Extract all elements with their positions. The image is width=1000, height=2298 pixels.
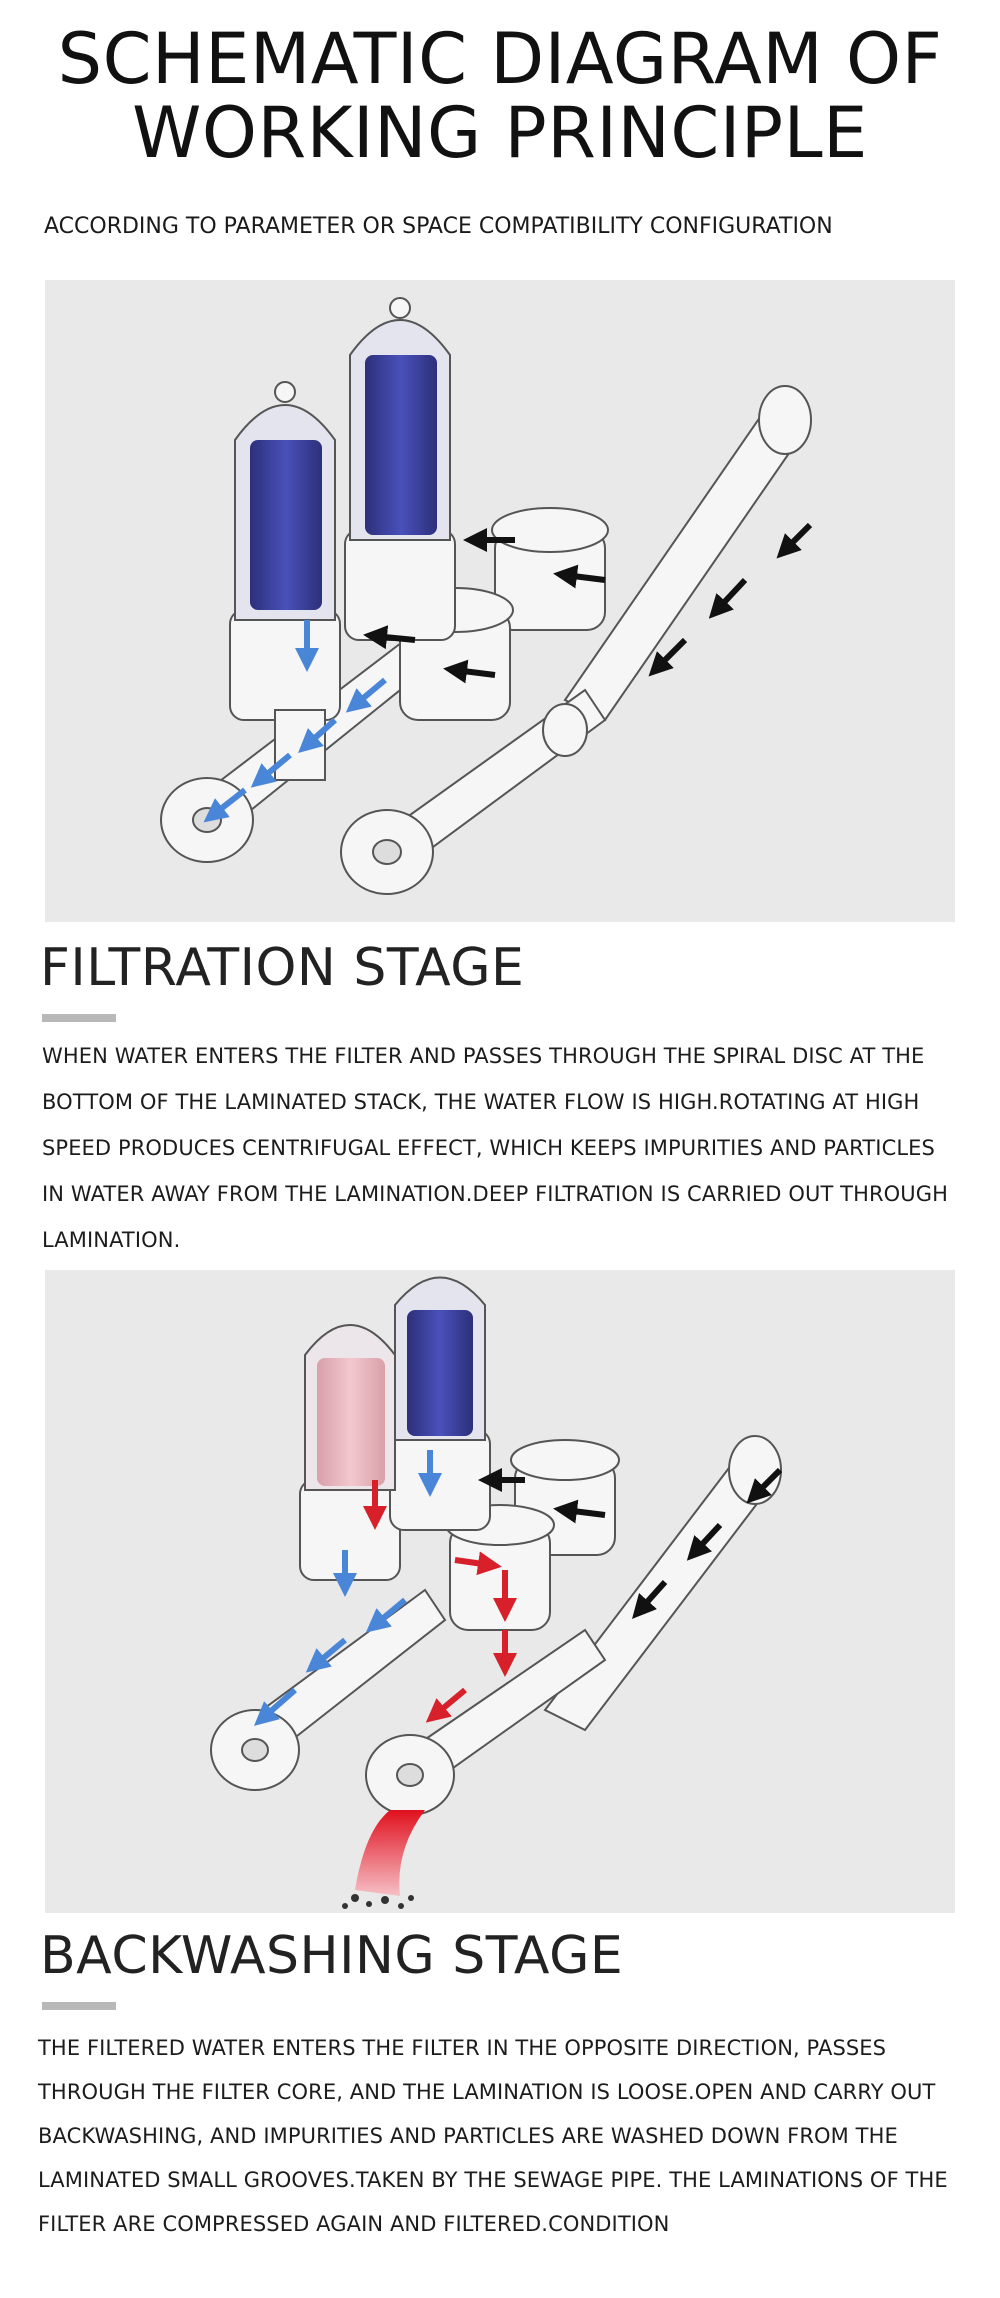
filtration-stage-rule [42,1014,116,1022]
backwashing-stage-title: BACKWASHING STAGE [40,1926,624,1986]
page-subtitle: ACCORDING TO PARAMETER OR SPACE COMPATIB… [44,214,833,239]
backwashing-illustration [210,1276,783,1909]
backwashing-stage-text: THE FILTERED WATER ENTERS THE FILTER IN … [38,2036,948,2236]
filtration-stage-text: WHEN WATER ENTERS THE FILTER AND PASSES … [42,1044,949,1252]
title-line-1: SCHEMATIC DIAGRAM OF [57,18,943,100]
filtration-diagram [45,280,955,922]
backwashing-stage-rule [42,2002,116,2010]
filtration-illustration [160,297,813,895]
backwashing-diagram [45,1270,955,1913]
page-title: SCHEMATIC DIAGRAM OF WORKING PRINCIPLE [0,22,1000,170]
title-line-2: WORKING PRINCIPLE [132,92,868,174]
filtration-stage-title: FILTRATION STAGE [40,938,525,998]
